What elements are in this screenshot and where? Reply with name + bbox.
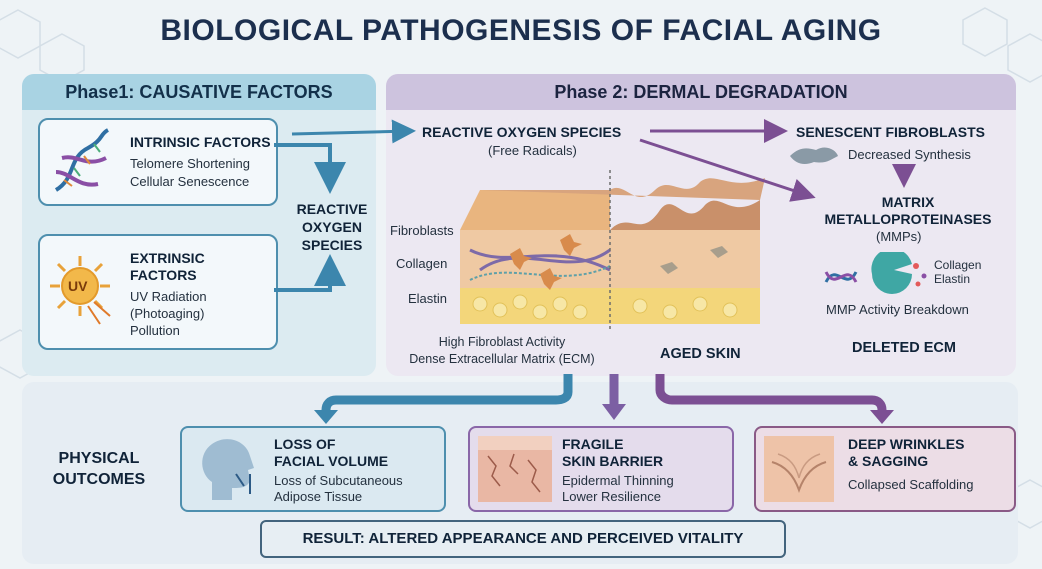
extrinsic-factors-card: UV EXTRINSIC FACTORS UV Radiation (Photo… (38, 234, 278, 350)
physical-outcomes-label: PHYSICAL OUTCOMES (52, 450, 146, 488)
extrinsic-line-2: (Photoaging) (130, 306, 205, 321)
uv-sun-icon (50, 256, 111, 325)
senescent-fibroblasts-title: SENESCENT FIBROBLASTS (796, 124, 986, 140)
phase1-ros-label: REACTIVE OXYGEN SPECIES (296, 201, 368, 253)
page-title: BIOLOGICAL PATHOGENESIS OF FACIAL AGING (160, 14, 882, 47)
mmp-enzyme-icon (824, 252, 927, 294)
mmp-targets: Collagen Elastin (934, 258, 982, 286)
wrinkles-line-1: Collapsed Scaffolding (848, 477, 974, 492)
skin-barrier-title-1: FRAGILE (562, 436, 624, 452)
intrinsic-line-1: Telomere Shortening (130, 156, 250, 171)
outcome-facial-volume-card: LOSS OF FACIAL VOLUME Loss of Subcutaneo… (180, 426, 446, 512)
phase1-header: Phase1: CAUSATIVE FACTORS (22, 74, 376, 110)
extrinsic-line-1: UV Radiation (130, 289, 207, 304)
mmp-title: MATRIX METALLOPROTEINASES (824, 194, 992, 227)
cracked-skin-icon (478, 436, 552, 502)
skin-barrier-title-2: SKIN BARRIER (562, 453, 664, 469)
ros-title: REACTIVE OXYGEN SPECIES (422, 124, 622, 140)
result-banner: RESULT: ALTERED APPEARANCE AND PERCEIVED… (260, 520, 786, 558)
outcome-wrinkles-card: DEEP WRINKLES & SAGGING Collapsed Scaffo… (754, 426, 1016, 512)
extrinsic-line-3: Pollution (130, 323, 180, 338)
label-collagen: Collagen (396, 256, 448, 271)
skin-barrier-line-2: Lower Resilience (562, 489, 661, 504)
skin-cross-section-illustration (460, 170, 765, 330)
extrinsic-title-1: EXTRINSIC (130, 250, 205, 266)
mmp-activity: MMP Activity Breakdown (826, 302, 969, 317)
ros-subtitle: (Free Radicals) (488, 143, 577, 158)
uv-label: UV (68, 278, 88, 294)
senescent-subtitle: Decreased Synthesis (848, 147, 971, 162)
facial-volume-title-1: LOSS OF (274, 436, 336, 452)
label-elastin: Elastin (408, 291, 448, 306)
intrinsic-title: INTRINSIC FACTORS (130, 134, 271, 150)
fibroblast-cell-icon (790, 147, 838, 164)
face-profile-icon (202, 439, 254, 500)
deleted-ecm-label: DELETED ECM (852, 340, 956, 356)
wrinkle-skin-icon (764, 436, 834, 502)
wrinkles-title-2: & SAGGING (848, 453, 929, 469)
skin-barrier-line-1: Epidermal Thinning (562, 473, 674, 488)
facial-volume-line-2: Adipose Tissue (274, 489, 363, 504)
aged-skin-label: AGED SKIN (660, 346, 741, 362)
wrinkles-title-1: DEEP WRINKLES (848, 436, 965, 452)
facial-volume-line-1: Loss of Subcutaneous (274, 473, 403, 488)
intrinsic-factors-card: INTRINSIC FACTORS Telomere Shortening Ce… (38, 118, 278, 206)
dna-icon (54, 128, 110, 192)
healthy-skin-caption: High Fibroblast Activity Dense Extracell… (409, 335, 595, 366)
outcome-skin-barrier-card: FRAGILE SKIN BARRIER Epidermal Thinning … (468, 426, 734, 512)
extrinsic-title-2: FACTORS (130, 267, 197, 283)
mmp-subtitle: (MMPs) (876, 229, 922, 244)
facial-volume-title-2: FACIAL VOLUME (274, 453, 389, 469)
intrinsic-line-2: Cellular Senescence (130, 174, 250, 189)
label-fibroblasts: Fibroblasts (390, 223, 454, 238)
phase2-header: Phase 2: DERMAL DEGRADATION (386, 74, 1016, 110)
